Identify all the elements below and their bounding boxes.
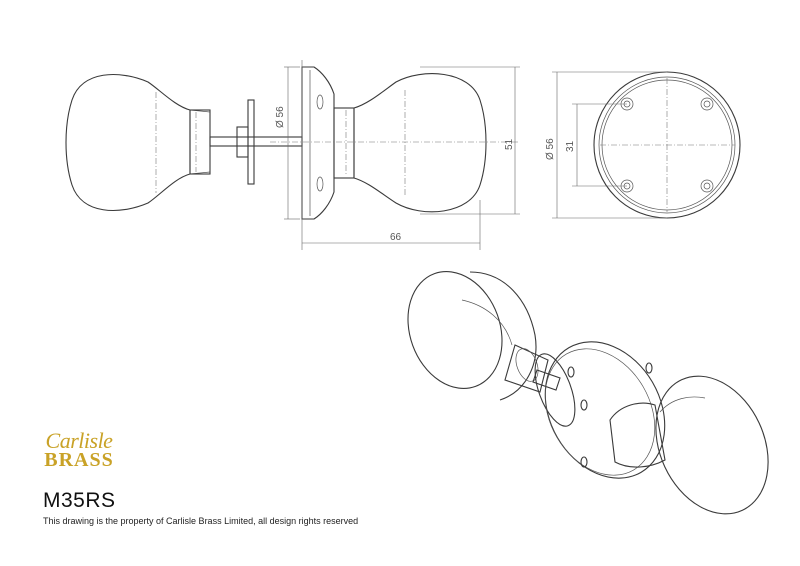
logo-line-2: BRASS (44, 449, 114, 471)
iso-rear-knob (407, 271, 503, 389)
isometric-view (407, 271, 769, 515)
rose (301, 66, 335, 220)
dim-hole-spacing: 31 (565, 140, 576, 152)
dim-height: 51 (504, 138, 515, 150)
screw-hole (700, 97, 714, 111)
washer (247, 99, 255, 185)
iso-front-knob (655, 375, 769, 515)
iso-washer (534, 353, 576, 427)
side-elevation (65, 60, 520, 250)
dim-diameter-front: Ø 56 (545, 138, 556, 160)
dim-length: 66 (390, 232, 402, 243)
model-number: M35RS (43, 489, 116, 512)
logo-line-1: Carlisle (45, 428, 113, 453)
left-knob (65, 73, 191, 212)
screw-hole (700, 179, 714, 193)
iso-spindle (532, 369, 561, 391)
right-knob (353, 73, 487, 213)
dim-diameter-side: Ø 56 (275, 106, 286, 128)
left-neck (189, 109, 211, 175)
front-elevation (552, 71, 741, 219)
iso-front-neck (609, 402, 666, 468)
carlisle-brass-logo: Carlisle BRASS (44, 428, 114, 471)
right-neck (333, 107, 355, 179)
collar (236, 126, 249, 158)
copyright-notice: This drawing is the property of Carlisle… (43, 516, 359, 526)
iso-rear-neck (504, 344, 549, 393)
